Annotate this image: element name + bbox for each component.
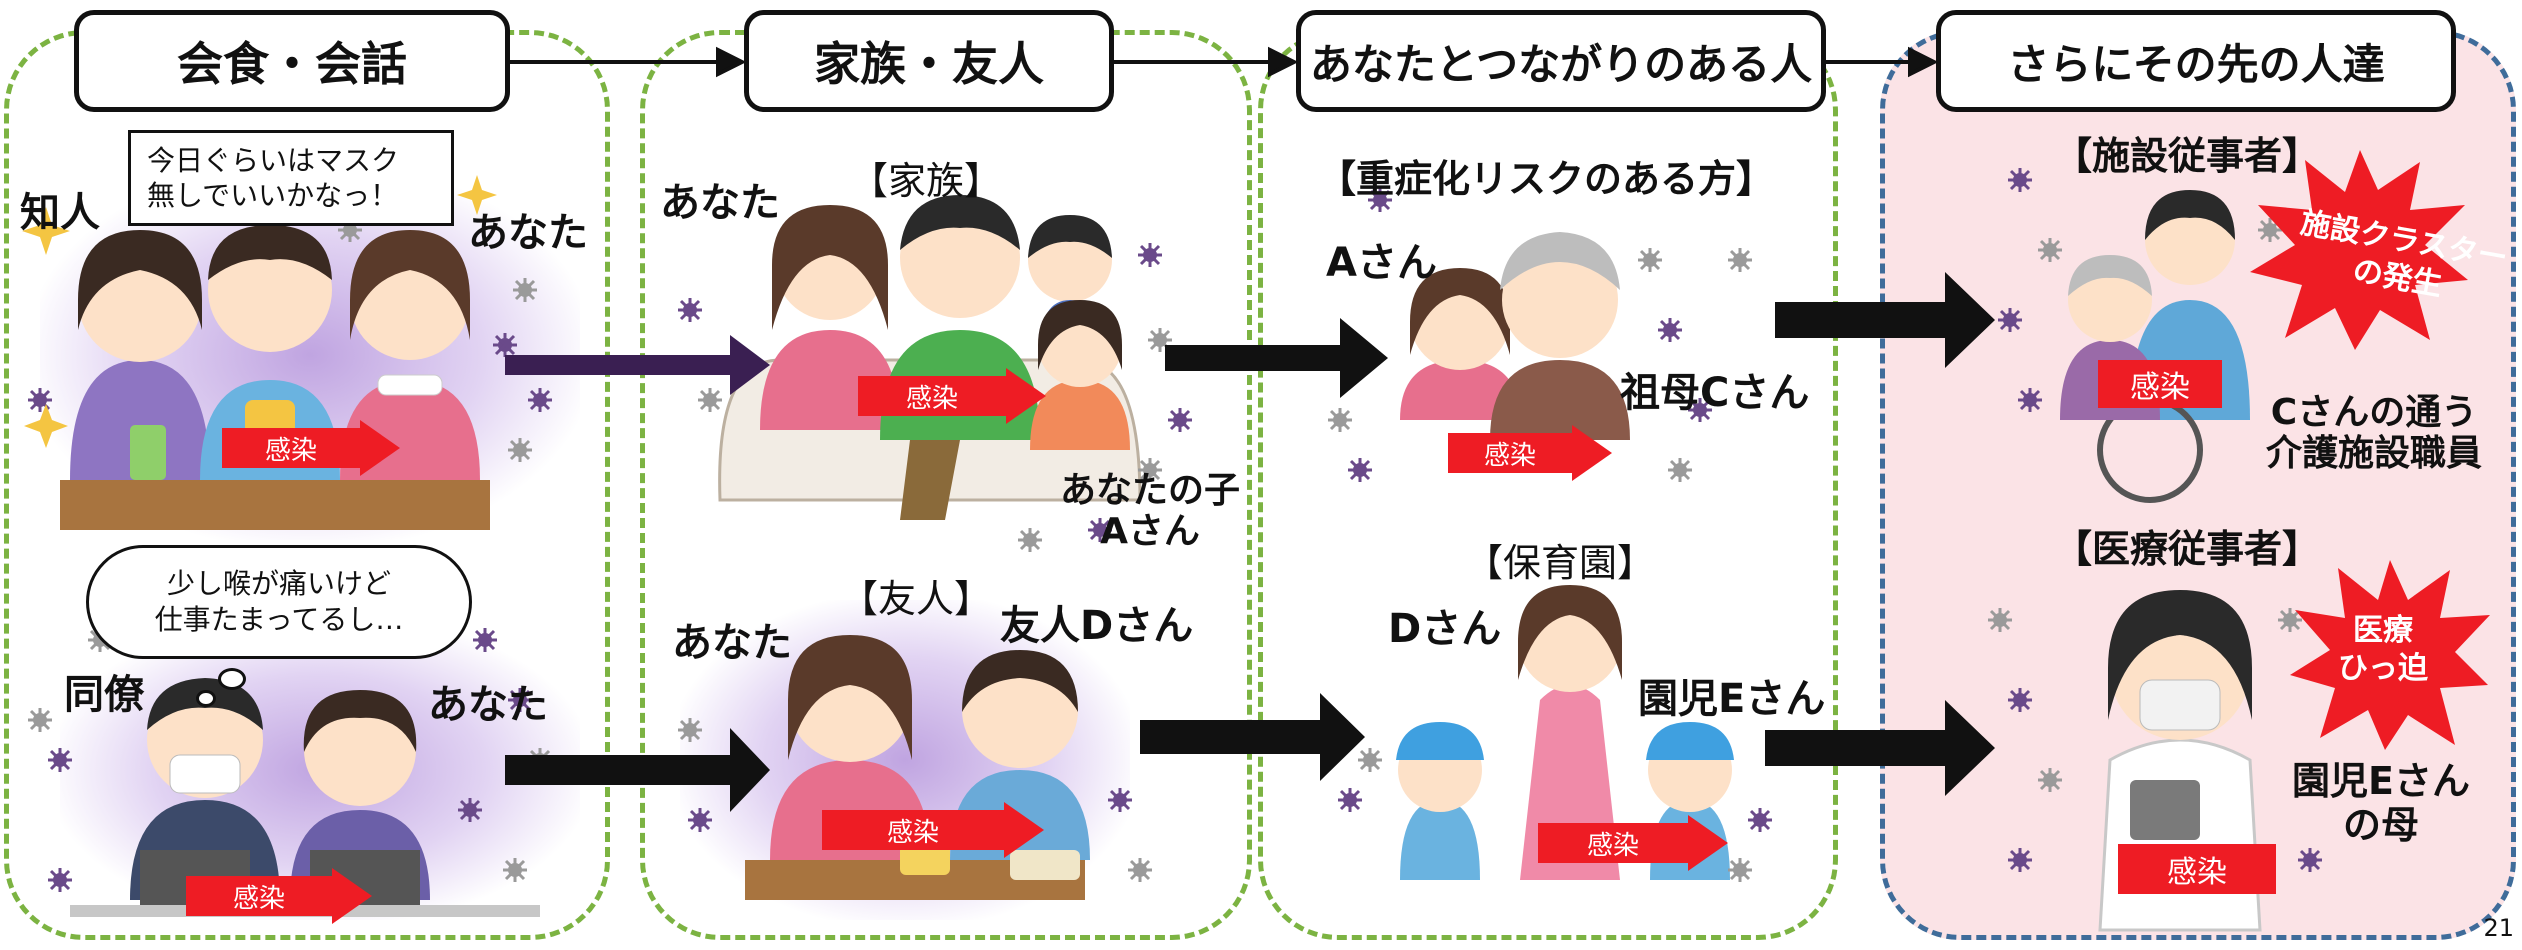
label-coworker: 同僚 <box>64 672 144 718</box>
acquaintance-figure <box>70 230 210 480</box>
grandma-c-figure <box>1490 232 1630 440</box>
label-person-d: Dさん <box>1388 606 1502 652</box>
person-a-figure <box>1400 268 1520 420</box>
page-number: 21 <box>2483 914 2514 942</box>
friend-d-figure <box>950 650 1090 860</box>
infection-arrow: 感染 <box>1538 815 1728 871</box>
medical-pressure-text: 医療ひっ迫 <box>2338 613 2428 686</box>
label-mother-of-child-e: 園児Eさんの母 <box>2292 759 2470 847</box>
sparkles <box>22 175 497 448</box>
label-grandmother-c: 祖母Cさん <box>1620 370 1810 416</box>
medical-pressure-burst <box>2290 560 2490 750</box>
child-a-figure <box>1030 300 1130 450</box>
infection-arrow: 感染 <box>1448 425 1612 481</box>
header-connected-people: あなたとつながりのある人 <box>1296 10 1826 112</box>
label-acquaintance: 知人 <box>20 190 100 236</box>
infection-box: 感染 <box>2098 360 2222 408</box>
section-title-facility-workers: 【施設従事者】 <box>2054 134 2321 178</box>
section-title-medical-workers: 【医療従事者】 <box>2054 527 2321 571</box>
label-you: あなた <box>660 180 780 226</box>
thought-cloud-sore-throat: 少し喉が痛いけど仕事たまってるし… <box>86 545 472 659</box>
label-person-a: Aさん <box>1326 240 1437 286</box>
label-you: あなた <box>672 620 792 666</box>
label-facility-staff: Cさんの通う介護施設職員 <box>2266 392 2483 475</box>
infection-arrow: 感染 <box>222 420 400 476</box>
section-title-family: 【家族】 <box>850 159 1003 203</box>
thought-dot <box>218 668 246 690</box>
spread-arrows <box>505 272 1995 812</box>
header-dining-conversation: 会食・会話 <box>74 10 510 112</box>
infection-arrow: 感染 <box>186 868 372 924</box>
cluster-burst <box>2250 150 2468 350</box>
header-further-people: さらにその先の人達 <box>1936 10 2456 112</box>
label-you: あなた <box>428 682 548 728</box>
infection-arrow: 感染 <box>822 802 1044 858</box>
dining-table <box>60 480 490 530</box>
label-you: あなた <box>468 210 588 256</box>
section-title-high-risk: 【重症化リスクのある方】 <box>1318 157 1775 201</box>
thought-dot <box>196 690 216 707</box>
infection-arrow: 感染 <box>858 368 1046 424</box>
header-family-friends: 家族・友人 <box>744 10 1114 112</box>
label-nursery-child-e: 園児Eさん <box>1638 676 1826 722</box>
nursery-child-figure <box>1396 722 1484 880</box>
speech-bubble-no-mask: 今日ぐらいはマスク無しでいいかなっ！ <box>128 130 454 226</box>
infection-box: 感染 <box>2118 844 2276 894</box>
label-friend-d: 友人Dさん <box>1000 603 1194 649</box>
section-title-nursery: 【保育園】 <box>1465 541 1656 585</box>
section-title-friends: 【友人】 <box>840 577 993 621</box>
